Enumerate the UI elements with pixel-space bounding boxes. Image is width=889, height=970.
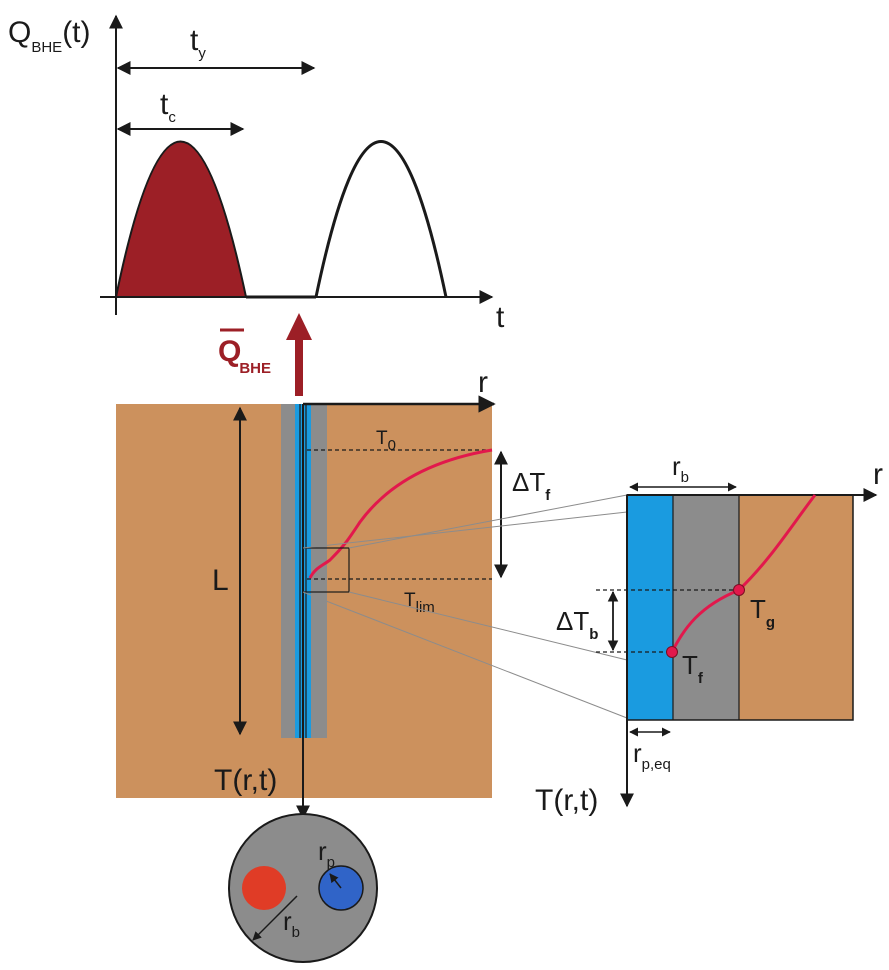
borehole-cross-section: rp rb <box>228 813 378 963</box>
detail-ground-layer <box>739 495 853 720</box>
load-x-axis-label: t <box>496 301 505 334</box>
t0-label: T0 <box>376 428 396 454</box>
rp-label: rp <box>318 836 335 871</box>
detail-bottom-label: T(r,t) <box>535 784 598 817</box>
load-y-axis-label: QBHE(t) <box>8 16 91 56</box>
detail-pipe-layer <box>627 495 673 720</box>
cross-rb-label: rb <box>283 906 300 941</box>
load-plot: QBHE(t) t ty tc <box>8 14 505 334</box>
rp-radius-arrow <box>329 873 342 889</box>
detail-view: r rb ΔTb Tg Tf rp,eq T(r,t) <box>535 451 883 817</box>
tf-label: Tf <box>682 650 704 687</box>
tg-label: Tg <box>750 594 775 631</box>
rpeq-label: rp,eq <box>633 738 671 773</box>
load-pulse-outline <box>314 140 448 298</box>
load-pulse-filled <box>114 140 248 298</box>
mean-load-arrow-head <box>286 313 312 340</box>
tf-point <box>666 646 678 658</box>
tg-point <box>733 584 745 596</box>
ground-bottom-label: T(r,t) <box>214 764 277 797</box>
period-label: ty <box>190 24 206 62</box>
zoom-window <box>302 547 350 593</box>
ground-r-axis-label: r <box>478 366 488 399</box>
detail-r-axis-label: r <box>873 458 883 491</box>
ground-temperature-curve <box>308 448 493 579</box>
rb-radius-arrow <box>252 895 298 941</box>
rb-label: rb <box>672 451 689 486</box>
borehole-disc <box>228 813 378 963</box>
delta-tf-label: ΔTf <box>512 467 551 504</box>
hot-pipe <box>242 866 286 910</box>
delta-tb-label: ΔTb <box>556 606 598 643</box>
zoom-connectors <box>302 494 628 719</box>
length-label: L <box>212 564 229 597</box>
ground-section: r L T0 Tlim ΔTf T(r,t) <box>116 366 551 820</box>
mean-load-arrow-shaft <box>295 336 303 396</box>
cycle-label: tc <box>160 88 176 126</box>
